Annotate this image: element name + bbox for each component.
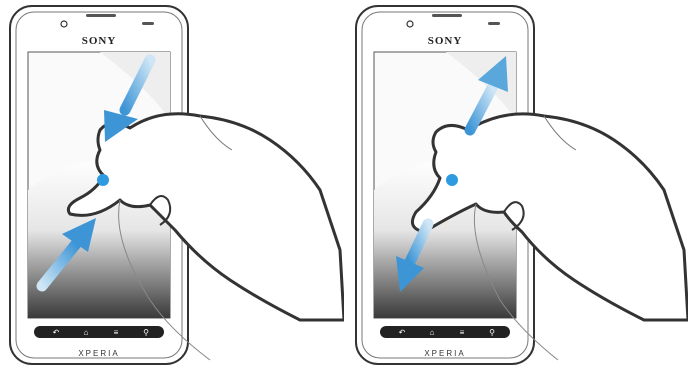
menu-icon[interactable]: ≡ (460, 328, 465, 337)
touch-point (446, 174, 458, 186)
nav-bar: ↶ ⌂ ≡ ⚲ (34, 326, 164, 338)
brand-logo: SONY (82, 35, 117, 47)
menu-icon[interactable]: ≡ (114, 328, 119, 337)
home-icon[interactable]: ⌂ (84, 328, 89, 337)
back-icon[interactable]: ↶ (53, 328, 60, 337)
search-icon[interactable]: ⚲ (489, 328, 495, 337)
nav-bar: ↶ ⌂ ≡ ⚲ (380, 326, 510, 338)
touch-point (97, 174, 109, 186)
model-label: XPERIA (78, 349, 119, 358)
brand-logo: SONY (428, 35, 463, 47)
search-icon[interactable]: ⚲ (143, 328, 149, 337)
back-icon[interactable]: ↶ (399, 328, 406, 337)
phone-illustration-pinch-out: SONY ↶ ⌂ ≡ ⚲ XPERIA (344, 0, 688, 372)
model-label: XPERIA (424, 349, 465, 358)
phone-illustration-pinch-in: SONY ↶ ⌂ ≡ ⚲ XPERIA (0, 0, 344, 372)
home-icon[interactable]: ⌂ (430, 328, 435, 337)
